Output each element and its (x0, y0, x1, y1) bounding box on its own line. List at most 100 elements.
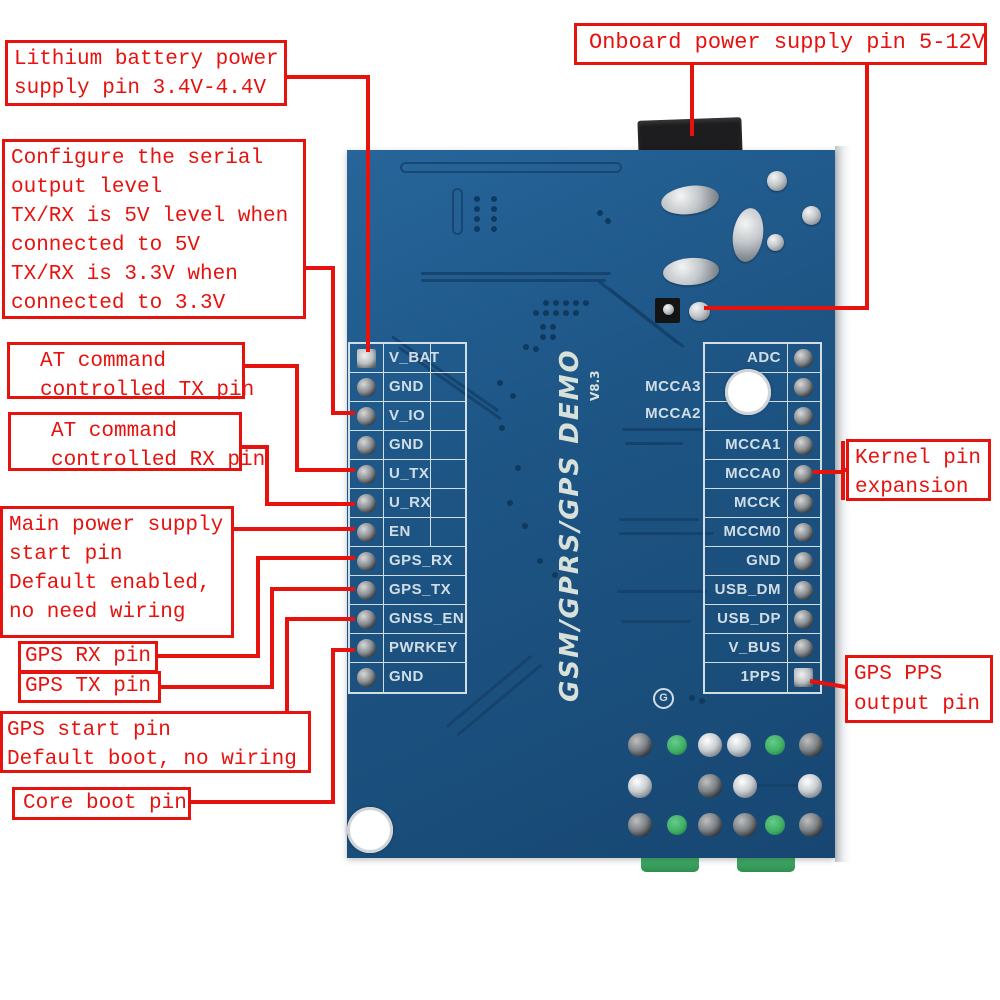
pin-row: GNSS_EN (350, 605, 465, 634)
via-dot (491, 226, 497, 232)
callout-kernel-expansion: Kernel pin expansion (846, 439, 991, 501)
trace (456, 663, 543, 737)
solder-blob (662, 256, 720, 287)
header-pad (798, 774, 822, 798)
board-title-silkscreen: GSM/GPRS/GPS DEMO (555, 348, 585, 702)
trace (619, 532, 714, 535)
header-pad (667, 735, 687, 755)
solder-pad (787, 402, 820, 430)
callout-core-boot: Core boot pin (12, 787, 191, 820)
pin-label: U_RX (389, 494, 432, 511)
pin-label: V_IO (389, 407, 426, 424)
solder-pad (350, 605, 384, 633)
via-dot (474, 216, 480, 222)
header-pad (698, 813, 722, 837)
trace (621, 620, 691, 623)
via-dot (510, 393, 516, 399)
solder-pad (787, 373, 820, 401)
via-dot (533, 346, 539, 352)
board-version-silkscreen: V8.3 (588, 370, 602, 401)
via-dot (474, 226, 480, 232)
mounting-hole (347, 807, 393, 853)
pin-label: GND (389, 378, 424, 395)
header-pad (628, 813, 652, 837)
trace (400, 162, 622, 173)
header-pad (698, 733, 722, 757)
solder-pad (663, 304, 674, 315)
via-dot (689, 695, 695, 701)
solder-pad (787, 344, 820, 372)
trace (745, 784, 811, 787)
connector-tab (641, 855, 699, 872)
callout-gps-pps: GPS PPS output pin (845, 655, 993, 723)
pin-row: MCCA1 (705, 431, 820, 460)
via-dot (605, 218, 611, 224)
solder-pad (350, 663, 384, 692)
solder-pad (350, 489, 384, 517)
pin-row: GPS_TX (350, 576, 465, 605)
solder-pad (787, 547, 820, 575)
left-pin-table: V_BAT GND V_IO GND U_TX U_RX EN GPS_RX G… (348, 342, 467, 694)
header-pad (733, 813, 757, 837)
pin-label: USB_DP (717, 610, 781, 627)
pin-row: V_BAT (350, 344, 465, 373)
pin-label: GND (746, 552, 781, 569)
via-dot (499, 425, 505, 431)
pin-row: GND (350, 373, 465, 402)
pin-row: V_IO (350, 402, 465, 431)
pin-row: GPS_RX (350, 547, 465, 576)
pin-row (705, 402, 820, 431)
backdrop-edge (835, 146, 851, 862)
solder-blob (659, 182, 721, 218)
via-dot (563, 300, 569, 306)
solder-pad (787, 460, 820, 488)
pin-row: PWRKEY (350, 634, 465, 663)
via-dot (550, 324, 556, 330)
header-pad (667, 815, 687, 835)
pin-label: EN (389, 523, 411, 540)
via-dot (515, 465, 521, 471)
connector-tab (737, 855, 795, 872)
pin-label: MCCM0 (723, 523, 781, 540)
via-dot (491, 196, 497, 202)
silk-label-mcca3: MCCA3 (645, 378, 701, 395)
trace (421, 272, 611, 275)
pin-row: V_BUS (705, 634, 820, 663)
via-dot (597, 210, 603, 216)
solder-blob (729, 206, 767, 264)
callout-gps-tx: GPS TX pin (18, 671, 161, 703)
pcb-board: V_BAT GND V_IO GND U_TX U_RX EN GPS_RX G… (347, 150, 835, 858)
pin-label: U_TX (389, 465, 430, 482)
trace (625, 442, 683, 445)
header-pad (727, 733, 751, 757)
pin-row: ADC (705, 344, 820, 373)
pin-row: MCCK (705, 489, 820, 518)
solder-pad (350, 576, 384, 604)
pin-row: GND (350, 431, 465, 460)
pin-row: MCCM0 (705, 518, 820, 547)
header-pad (628, 774, 652, 798)
header-pad (799, 733, 823, 757)
via-dot (523, 344, 529, 350)
solder-pad (787, 605, 820, 633)
solder-pad (350, 547, 384, 575)
trace (617, 590, 707, 593)
solder-pad (787, 431, 820, 459)
trace (421, 279, 606, 282)
pin-row: GND (350, 663, 465, 692)
via-dot (552, 572, 558, 578)
solder-pad (802, 206, 821, 225)
trace (452, 188, 463, 235)
pin-label: 1PPS (740, 668, 781, 685)
callout-gps-start: GPS start pin Default boot, no wiring (0, 711, 311, 773)
via-dot (537, 558, 543, 564)
pin-label: MCCK (734, 494, 781, 511)
callout-at-tx: AT command controlled TX pin (7, 342, 254, 402)
header-pad (765, 815, 785, 835)
pin-label: GNSS_EN (389, 610, 465, 627)
via-dot (563, 310, 569, 316)
solder-pad (787, 576, 820, 604)
solder-pad (787, 489, 820, 517)
line-gps-start (285, 617, 355, 712)
